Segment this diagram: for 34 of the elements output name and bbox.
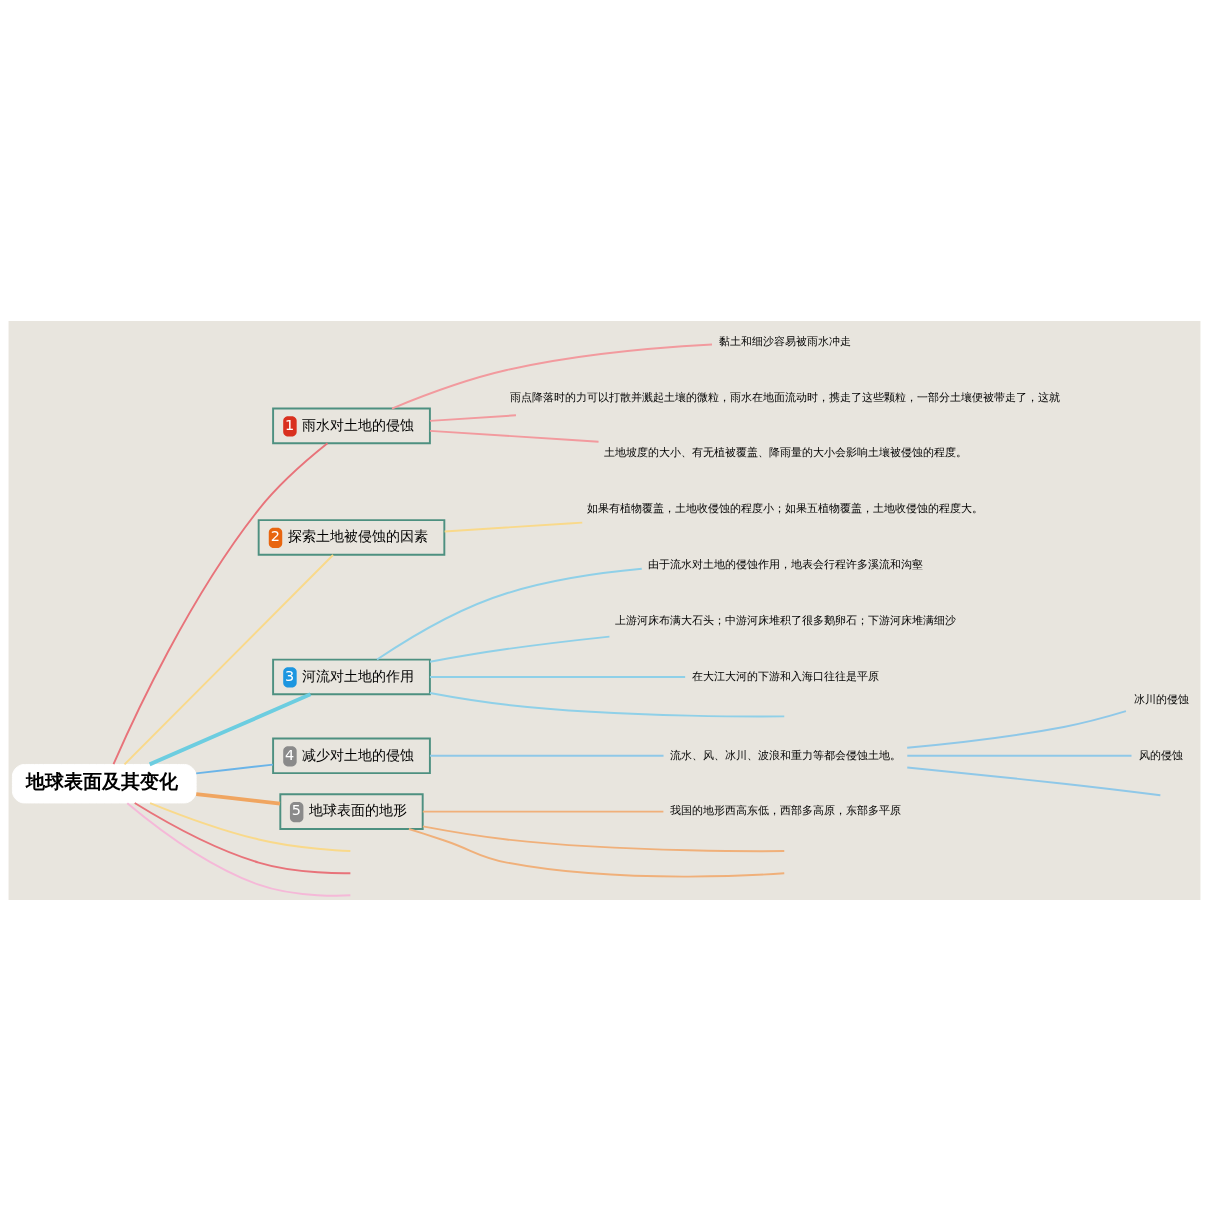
connector [428, 429, 600, 443]
connector [906, 754, 1133, 757]
connector [391, 343, 713, 410]
connector [196, 792, 281, 806]
node-text: 我国的地形西高东低，西部多高原，东部多平原 [669, 804, 901, 817]
connector [428, 414, 517, 422]
node-text: 上游河床布满大石头；中游河床堆积了很多鹅卵石；下游河床堆满细沙 [614, 613, 956, 626]
connector [407, 828, 786, 878]
connector [906, 710, 1127, 749]
node-box: 2 探索土地被侵蚀的因素 [257, 519, 446, 556]
connector [443, 521, 584, 533]
node-box: 地球表面及其变化 [11, 764, 197, 804]
connector [429, 635, 611, 663]
connector [428, 675, 687, 678]
connector [421, 810, 665, 813]
node-text: 流水、风、冰川、波浪和重力等都会侵蚀土地。 [669, 748, 901, 761]
node-box: 4 减少对土地的侵蚀 [272, 737, 431, 775]
node-text: 由于流水对土地的侵蚀作用，地表会行程许多溪流和沟壑 [647, 558, 923, 571]
connector [195, 763, 274, 775]
connector [428, 692, 786, 718]
node-text: 雨点降落时的力可以打散并溅起土壤的微粒，雨水在地面流动时，携走了这些颗粒，一部分土壤便被带走了，这就 [510, 390, 1061, 403]
connector [906, 766, 1162, 797]
connector [428, 754, 665, 757]
node-box: 5 地球表面的地形 [279, 793, 424, 830]
node-box: 3 河流对土地的作用 [272, 658, 431, 696]
connector [421, 825, 786, 853]
node-box: 1 雨水对土地的侵蚀 [272, 407, 431, 445]
node-text: 土地坡度的大小、有无植被覆盖、降雨量的大小会影响土壤被侵蚀的程度。 [603, 446, 967, 459]
node-text: 风的侵蚀 [1139, 748, 1184, 761]
node-text: 黏土和细沙容易被雨水冲走 [719, 334, 852, 347]
node-text: 在大江大河的下游和入海口往往是平原 [691, 669, 879, 682]
node-text: 冰川的侵蚀 [1133, 692, 1189, 705]
connector [376, 567, 643, 661]
node-text: 如果有植物覆盖，土地收侵蚀的程度小；如果五植物覆盖，土地收侵蚀的程度大。 [587, 502, 984, 515]
